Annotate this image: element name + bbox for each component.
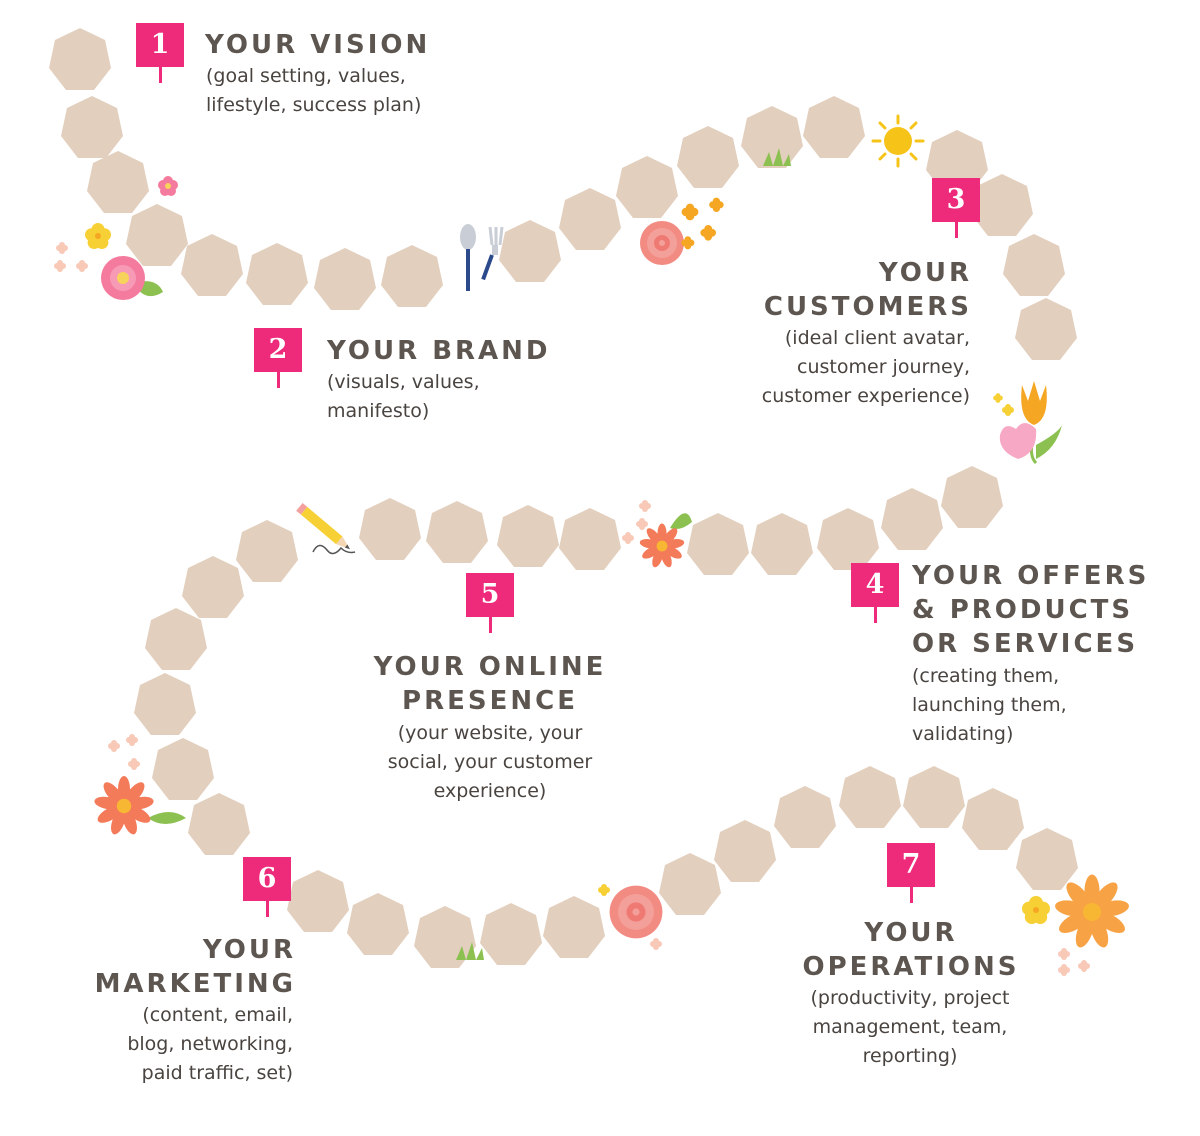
tiny-flower-icon <box>650 938 662 950</box>
tiny-flower-icon <box>636 518 648 530</box>
yellow-flower-icon <box>1022 896 1050 924</box>
tiny-flower-icon <box>1002 404 1014 416</box>
step-6-description: (content, email, blog, networking, paid … <box>127 1004 293 1084</box>
step-5-title: YOUR ONLINE PRESENCE <box>373 652 607 716</box>
step-3-marker: 3 <box>932 178 980 238</box>
tiny-flower-icon <box>56 242 68 254</box>
daisy-icon <box>93 776 186 837</box>
step-4-title: YOUR OFFERS & PRODUCTS OR SERVICES <box>912 561 1150 659</box>
yellow-flower-icon <box>85 223 111 249</box>
step-4-description: (creating them, launching them, validati… <box>912 665 1067 745</box>
tiny-flower-icon <box>54 260 66 272</box>
step-1-title: YOUR VISION <box>205 30 431 60</box>
sun-icon <box>871 114 925 168</box>
daisy-icon <box>639 513 692 569</box>
step-4-marker: 4 <box>851 563 899 623</box>
step-7-marker: 7 <box>887 843 935 903</box>
tiny-flower-icon <box>598 884 610 896</box>
pencil-icon <box>296 503 356 555</box>
rose-icon <box>640 221 684 265</box>
step-1-marker: 1 <box>136 23 184 83</box>
tiny-flower-icon <box>1058 964 1070 976</box>
step-5-description: (your website, your social, your custome… <box>387 722 593 802</box>
tiny-flower-icon <box>622 532 634 544</box>
step-2-description: (visuals, values, manifesto) <box>327 371 480 422</box>
orange-blossoms-icon <box>681 197 724 250</box>
tulip-icon <box>999 381 1062 465</box>
step-2-marker: 2 <box>254 328 302 388</box>
garden-tools-icon <box>460 224 504 291</box>
tiny-flower-icon <box>639 500 651 512</box>
step-3-title: YOUR CUSTOMERS <box>763 258 972 322</box>
tiny-flower-icon <box>108 740 120 752</box>
tiny-flower-icon <box>76 260 88 272</box>
tiny-flower-icon <box>1078 960 1090 972</box>
tiny-flower-icon <box>128 758 140 770</box>
step-5-marker: 5 <box>466 573 514 633</box>
tiny-flower-icon <box>1058 948 1070 960</box>
step-7-title: YOUR OPERATIONS <box>802 918 1020 982</box>
pink-blossom-icon <box>158 176 178 196</box>
sunflower-icon <box>1053 874 1131 950</box>
step-6-title: YOUR MARKETING <box>94 935 296 999</box>
step-2-title: YOUR BRAND <box>327 336 551 366</box>
rose-icon <box>609 885 663 939</box>
step-6-marker: 6 <box>243 857 291 917</box>
step-1-description: (goal setting, values, lifestyle, succes… <box>206 65 422 116</box>
step-7-description: (productivity, project management, team,… <box>810 987 1010 1067</box>
pink-flower-icon <box>101 256 163 300</box>
tiny-flower-icon <box>993 393 1003 403</box>
step-3-description: (ideal client avatar, customer journey, … <box>761 327 970 407</box>
tiny-flower-icon <box>126 734 138 746</box>
